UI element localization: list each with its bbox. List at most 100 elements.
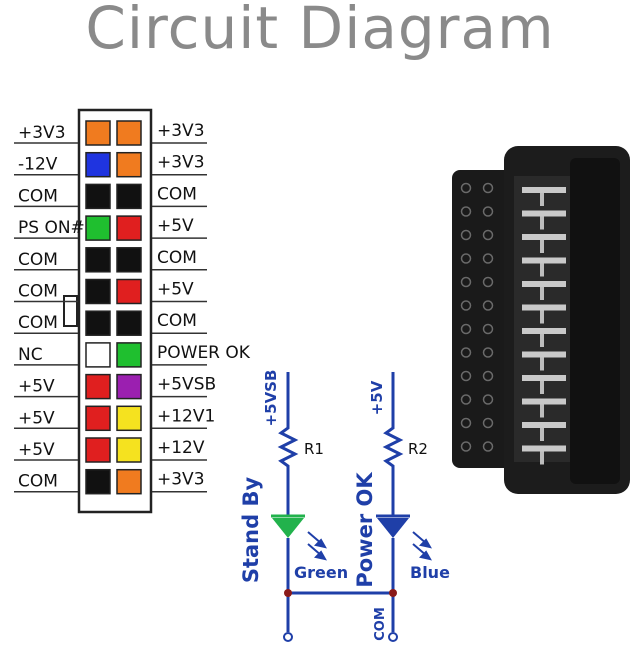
led2-emission-arrows: [412, 531, 432, 561]
right-pin-6: [116, 278, 142, 305]
left-pin-8: [85, 342, 111, 368]
atx-adapter-image: [452, 146, 630, 494]
socket-hole: [482, 182, 494, 194]
right-pin-label: +3V3: [157, 121, 205, 141]
com-ground-label: COM: [373, 607, 388, 641]
adapter-pin: [522, 445, 566, 452]
adapter-pin-leg: [540, 428, 544, 441]
right-pin-label: COM: [157, 184, 197, 204]
socket-hole: [460, 394, 472, 405]
right-pin-8: [116, 342, 142, 368]
socket-hole: [460, 182, 472, 194]
socket-hole: [460, 276, 472, 288]
adapter-pin: [522, 375, 566, 381]
green-label: Green: [294, 563, 348, 582]
power-ok-label: Power OK: [353, 472, 377, 588]
adapter-pin-leg: [540, 381, 544, 394]
socket-hole: [482, 417, 494, 429]
socket-hole: [460, 417, 472, 429]
adapter-pin-leg: [540, 357, 544, 371]
socket-hole: [482, 229, 494, 241]
left-pin-label: COM: [18, 250, 58, 270]
socket-holes: [460, 182, 494, 452]
socket-hole: [460, 323, 472, 335]
adapter-pin: [522, 187, 566, 193]
adapter-pin: [522, 257, 566, 264]
right-pin-label: +5V: [157, 216, 194, 236]
socket-hole: [460, 253, 472, 264]
right-pin-label: COM: [157, 248, 197, 268]
left-pin-1: [85, 120, 111, 146]
left-pin-label: -12V: [18, 155, 58, 175]
r1-label: R1: [304, 440, 324, 458]
left-pin-7: [85, 310, 111, 336]
right-pin-1: [116, 120, 142, 146]
socket-hole: [460, 229, 472, 241]
right-pin-10: [116, 405, 142, 432]
adapter-latch-side: [570, 158, 620, 484]
led2-diode: [377, 518, 409, 538]
resistor-r1: [277, 420, 299, 472]
socket-hole: [482, 370, 494, 382]
left-pin-2: [85, 151, 111, 178]
socket-hole: [482, 347, 494, 358]
right-pin-label: +3V3: [157, 470, 205, 490]
left-pin-label: COM: [18, 313, 58, 333]
left-pin-12: [85, 468, 111, 495]
stand-by-label: Stand By: [239, 477, 263, 584]
left-pin-3: [85, 183, 111, 210]
left-junction-node: [284, 589, 292, 597]
left-pin-10: [85, 405, 111, 432]
adapter-pin: [522, 210, 566, 217]
adapter-pin: [522, 304, 566, 311]
right-pin-label: +3V3: [157, 153, 205, 173]
adapter-pins: [522, 187, 566, 465]
adapter-pin: [522, 351, 566, 358]
adapter-pin-leg: [540, 310, 544, 324]
left-pin-4: [85, 215, 111, 241]
adapter-pin-leg: [540, 240, 544, 253]
right-junction-node: [389, 589, 397, 597]
socket-hole: [460, 370, 472, 382]
left-pin-5: [85, 247, 111, 273]
right-pin-label: COM: [157, 311, 197, 331]
adapter-pin: [522, 398, 566, 405]
right-pin-label: +5VSB: [157, 375, 216, 395]
adapter-pin: [522, 328, 566, 334]
left-pin-6: [85, 278, 111, 305]
left-pin-label: +5V: [18, 408, 55, 428]
right-pin-9: [116, 373, 142, 400]
led1-diode: [272, 518, 304, 538]
adapter-pin-leg: [540, 216, 544, 230]
socket-hole: [460, 206, 472, 217]
socket-hole: [460, 347, 472, 358]
left-pin-label: +5V: [18, 377, 55, 397]
left-pin-label: COM: [18, 282, 58, 302]
adapter-pin-leg: [540, 263, 544, 277]
socket-hole: [482, 253, 494, 264]
left-pin-9: [85, 373, 111, 400]
connector-latch: [63, 295, 78, 327]
left-rail-label: +5VSB: [262, 370, 280, 427]
right-pin-label: +12V1: [157, 406, 215, 426]
left-terminal: [283, 632, 293, 642]
led-circuit: +5VSB +5V R1 R2 Stand By Power OK Green …: [239, 370, 450, 642]
left-pin-label: PS ON#: [18, 218, 85, 238]
adapter-pin-leg: [540, 334, 544, 347]
socket-hole: [482, 300, 494, 311]
left-pin-label: +5V: [18, 440, 55, 460]
adapter-socket-block: [452, 170, 512, 468]
socket-hole: [460, 300, 472, 311]
pin-lines: [14, 142, 207, 493]
right-pin-2: [116, 151, 142, 178]
r2-label: R2: [408, 440, 428, 458]
right-pin-11: [116, 437, 142, 463]
right-pin-label: POWER OK: [157, 343, 251, 363]
pin-cells: [85, 120, 142, 495]
left-pin-label: NC: [18, 345, 43, 365]
right-pin-5: [116, 247, 142, 273]
pinout-connector: +3V3 -12V COM PS ON# COM COM COM NC +5V +5V +5V COM…: [14, 108, 251, 514]
right-pin-12: [116, 468, 142, 495]
